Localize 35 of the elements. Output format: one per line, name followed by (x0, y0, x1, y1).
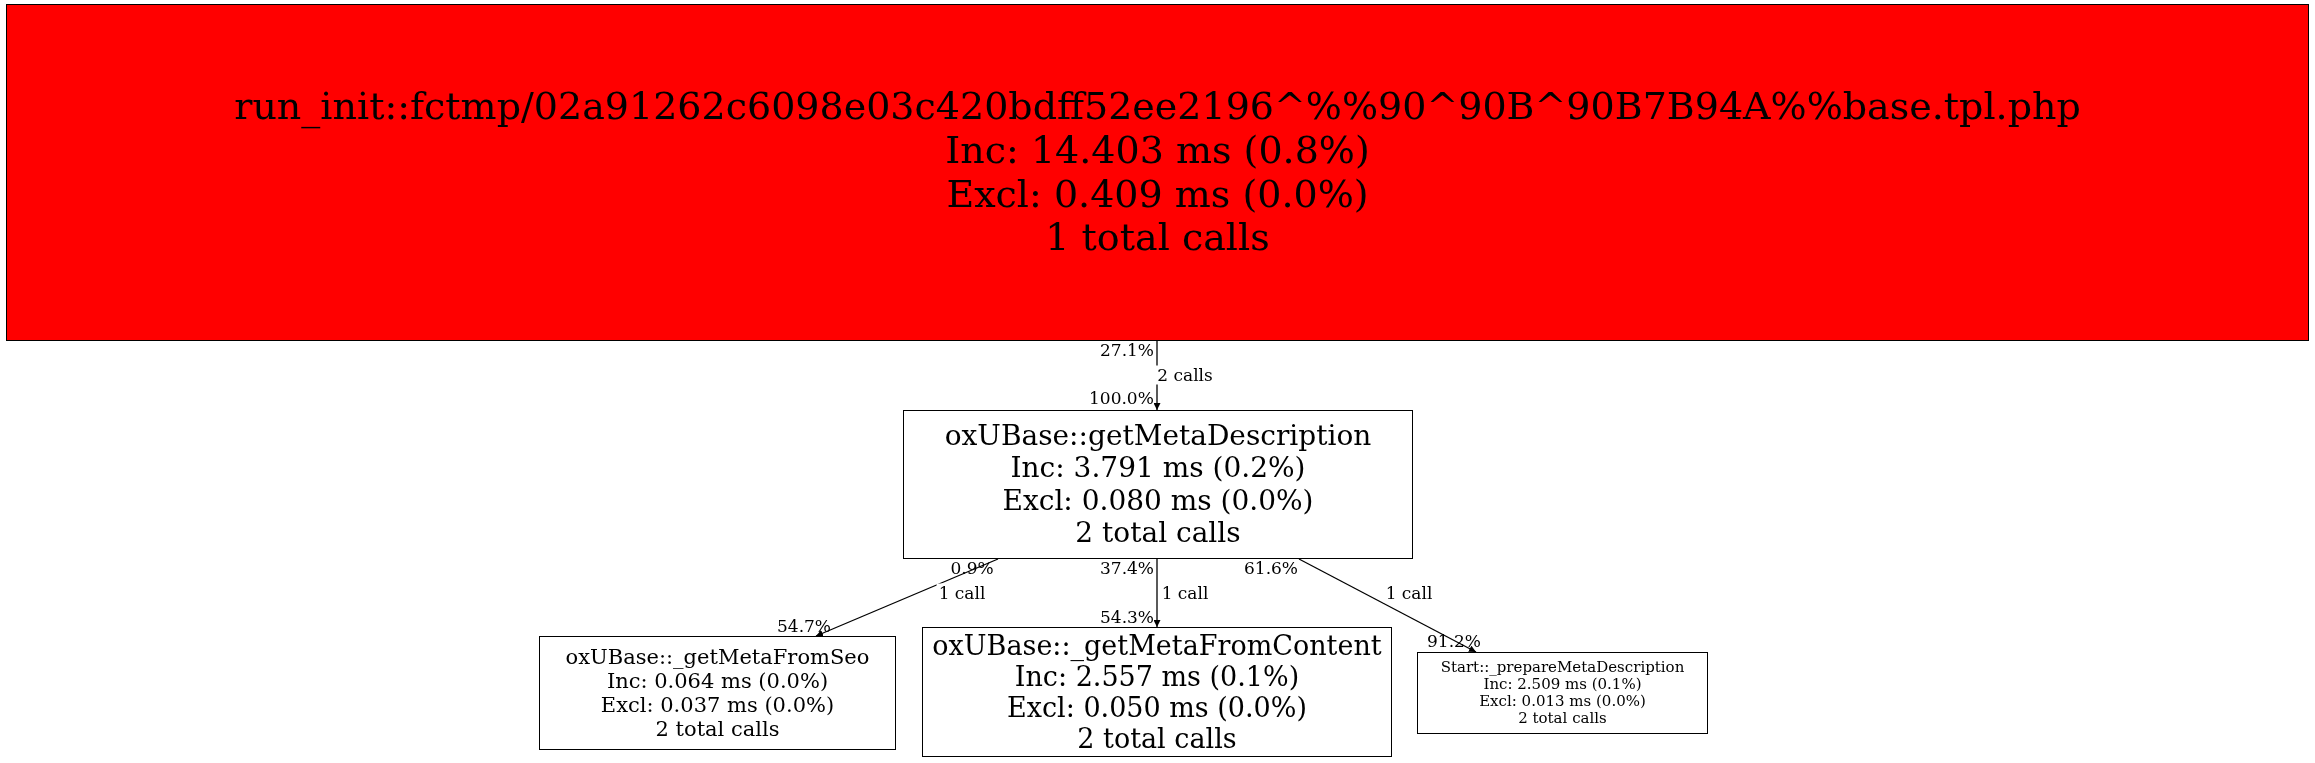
function-name: Start::_prepareMetaDescription (1440, 658, 1685, 676)
function-box (1417, 652, 1708, 734)
function-stat: 2 total calls (1075, 516, 1241, 549)
percent-label: 61.6% (1244, 559, 1298, 577)
function-stat: Inc: 2.557 ms (0.1%) (1014, 660, 1300, 692)
function-stat: Inc: 3.791 ms (0.2%) (1010, 452, 1306, 485)
function-stat: 2 total calls (1077, 723, 1237, 755)
function-name: run_init::fctmp/02a91262c6098e03c420bdff52ee2196^%%90^90B^90B7B94A%%base.tpl.php (234, 85, 2081, 129)
function-stat: 1 total calls (1045, 216, 1270, 260)
function-box (903, 410, 1413, 559)
edge-label: 2 calls (1155, 365, 1215, 385)
function-stat: Excl: 0.409 ms (0.0%) (946, 172, 1369, 217)
function-name: oxUBase::getMetaDescription (944, 420, 1372, 453)
function-stat: 2 total calls (655, 717, 780, 742)
function-name: oxUBase::_getMetaFromSeo (565, 644, 870, 669)
function-name: oxUBase::_getMetaFromContent (932, 629, 1382, 661)
function-stat: Inc: 14.403 ms (0.8%) (945, 128, 1370, 173)
percent-label: 54.7% (777, 617, 831, 635)
percent-label: 54.3% (1100, 608, 1154, 626)
call-arrow (815, 558, 999, 637)
function-stat: 2 total calls (1518, 710, 1607, 728)
percent-label: 100.0% (1089, 389, 1154, 407)
function-stat: Excl: 0.050 ms (0.0%) (1007, 692, 1307, 724)
function-stat: Inc: 2.509 ms (0.1%) (1483, 675, 1642, 693)
call-arrow (1153, 558, 1161, 628)
function-stat: Excl: 0.080 ms (0.0%) (1002, 484, 1314, 517)
percent-label: 27.1% (1100, 341, 1154, 359)
function-stat: Inc: 0.064 ms (0.0%) (606, 668, 829, 693)
percent-label: 37.4% (1100, 559, 1154, 577)
function-box (922, 627, 1392, 757)
function-stat: Excl: 0.037 ms (0.0%) (600, 693, 835, 718)
call-arrow (1298, 558, 1477, 653)
function-box (539, 636, 896, 750)
function-box (6, 4, 2309, 341)
function-stat: Excl: 0.013 ms (0.0%) (1479, 693, 1646, 711)
